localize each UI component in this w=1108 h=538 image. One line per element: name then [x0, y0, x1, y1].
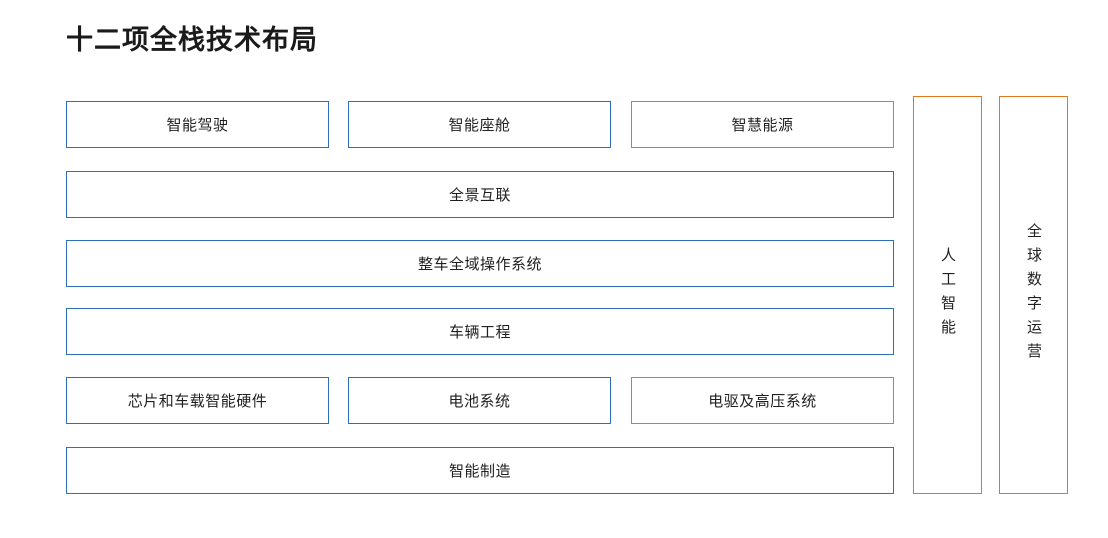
tech-box-intelligent-driving[interactable]: 智能驾驶 — [66, 101, 329, 148]
tech-column-global-digital-operations[interactable]: 全球数字运营 — [999, 96, 1068, 494]
tech-box-intelligent-manufacturing[interactable]: 智能制造 — [66, 447, 894, 494]
tech-column-artificial-intelligence[interactable]: 人工智能 — [913, 96, 982, 494]
tech-box-intelligent-cockpit[interactable]: 智能座舱 — [348, 101, 611, 148]
tech-box-label: 智慧能源 — [731, 117, 794, 134]
tech-box-label: 电驱及高压系统 — [708, 393, 817, 410]
tech-box-label: 电池系统 — [448, 393, 511, 410]
page-title: 十二项全栈技术布局 — [66, 25, 318, 55]
tech-box-label: 智能驾驶 — [166, 117, 229, 134]
tech-box-vehicle-engineering[interactable]: 车辆工程 — [66, 308, 894, 355]
tech-box-edrive-hv-system[interactable]: 电驱及高压系统 — [631, 377, 894, 424]
tech-box-smart-energy[interactable]: 智慧能源 — [631, 101, 894, 148]
tech-box-label: 芯片和车载智能硬件 — [127, 393, 268, 410]
tech-column-label: 人工智能 — [939, 247, 956, 343]
tech-box-panoramic-interconnect[interactable]: 全景互联 — [66, 171, 894, 218]
tech-box-vehicle-os[interactable]: 整车全域操作系统 — [66, 240, 894, 287]
tech-column-label: 全球数字运营 — [1025, 223, 1042, 367]
tech-box-label: 智能座舱 — [448, 117, 511, 134]
tech-box-battery-system[interactable]: 电池系统 — [348, 377, 611, 424]
tech-box-label: 整车全域操作系统 — [417, 256, 542, 273]
tech-box-label: 车辆工程 — [448, 324, 511, 341]
tech-box-chips-and-hardware[interactable]: 芯片和车载智能硬件 — [66, 377, 329, 424]
tech-box-label: 全景互联 — [448, 187, 511, 204]
tech-box-label: 智能制造 — [448, 463, 511, 480]
